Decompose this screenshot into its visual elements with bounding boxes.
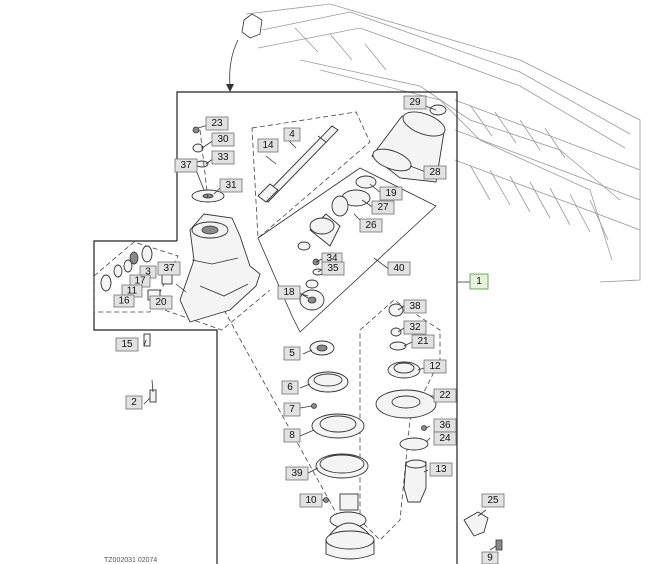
svg-text:6: 6 (287, 382, 293, 393)
svg-text:25: 25 (487, 495, 499, 506)
svg-text:10: 10 (305, 495, 317, 506)
svg-text:36: 36 (439, 420, 451, 431)
svg-text:38: 38 (409, 301, 421, 312)
input-shaft-4 (257, 125, 339, 203)
svg-text:22: 22 (439, 390, 451, 401)
callout-21: 21 (411, 334, 435, 349)
svg-text:7: 7 (289, 404, 295, 415)
callout-26: 26 (359, 218, 383, 233)
sleeve-28 (371, 104, 447, 183)
svg-text:37: 37 (180, 160, 192, 171)
svg-text:23: 23 (211, 118, 223, 129)
callout-13: 13 (429, 462, 453, 477)
svg-text:30: 30 (217, 134, 229, 145)
svg-text:11: 11 (127, 286, 138, 297)
callout-39: 39 (285, 466, 309, 481)
svg-text:39: 39 (291, 468, 303, 479)
svg-text:27: 27 (377, 202, 389, 213)
svg-text:40: 40 (393, 263, 405, 274)
callout-22: 22 (433, 388, 457, 403)
bevel-gear-26 (297, 175, 377, 251)
callout-16: 16 (113, 294, 135, 308)
callout-32: 32 (403, 320, 427, 335)
callout-37-top: 37 (174, 158, 198, 173)
callout-31: 31 (219, 178, 243, 193)
svg-text:19: 19 (385, 188, 397, 199)
svg-text:12: 12 (429, 361, 441, 372)
callout-8: 8 (283, 428, 301, 443)
svg-text:1: 1 (476, 276, 482, 287)
svg-text:18: 18 (283, 287, 295, 298)
svg-text:3: 3 (145, 267, 151, 278)
callout-25: 25 (481, 493, 505, 508)
svg-text:2: 2 (131, 397, 137, 408)
callout-37-left: 37 (157, 261, 181, 276)
callout-23: 23 (205, 116, 229, 131)
svg-text:29: 29 (409, 97, 421, 108)
callout-29: 29 (403, 95, 427, 110)
svg-text:5: 5 (289, 348, 295, 359)
callout-18: 18 (277, 285, 301, 300)
callout-2: 2 (125, 395, 143, 410)
callout-33: 33 (211, 150, 235, 165)
svg-text:34: 34 (326, 253, 338, 264)
callout-6: 6 (281, 380, 299, 395)
callout-5: 5 (283, 346, 301, 361)
svg-text:35: 35 (327, 263, 339, 274)
svg-text:37: 37 (163, 263, 175, 274)
callout-12: 12 (423, 359, 447, 374)
output-hub (325, 493, 375, 560)
callout-28: 28 (423, 165, 447, 180)
callout-24: 24 (433, 431, 457, 446)
figure-id: TZ002031 02074 (104, 557, 157, 564)
callout-4: 4 (283, 127, 301, 142)
gearbox-locator (241, 13, 263, 39)
svg-text:26: 26 (365, 220, 377, 231)
svg-text:8: 8 (289, 430, 295, 441)
svg-text:24: 24 (439, 433, 451, 444)
svg-text:17: 17 (134, 276, 146, 287)
svg-text:31: 31 (225, 180, 237, 191)
callout-19: 19 (379, 186, 403, 201)
seal-kit-parts (100, 245, 173, 301)
lower-left-bearing-stack (307, 340, 369, 503)
callout-35: 35 (321, 261, 345, 276)
callout-40: 40 (387, 261, 411, 276)
gearbox-housing (179, 189, 261, 323)
svg-text:33: 33 (217, 152, 229, 163)
callout-7: 7 (283, 402, 301, 417)
kit-outline-lower (359, 299, 441, 541)
bolts (143, 333, 157, 403)
callout-14: 14 (257, 138, 279, 153)
svg-text:13: 13 (435, 464, 447, 475)
callout-15: 15 (115, 337, 139, 352)
callout-38: 38 (403, 299, 427, 314)
lower-right-bearing-stack (375, 303, 437, 503)
machine-overview-sketch (226, 3, 641, 283)
svg-text:20: 20 (155, 297, 167, 308)
callout-27: 27 (371, 200, 395, 215)
reel-slats (294, 27, 609, 241)
callout-10: 10 (299, 493, 323, 508)
svg-text:16: 16 (118, 296, 130, 307)
callout-30: 30 (211, 132, 235, 147)
callout-9: 9 (481, 551, 499, 564)
lower-bevel-gear-kit (299, 258, 325, 311)
svg-text:28: 28 (429, 167, 441, 178)
bracket-25 (463, 511, 503, 551)
kit-outline-4 (251, 111, 371, 239)
callout-36: 36 (433, 418, 457, 433)
svg-text:21: 21 (417, 336, 429, 347)
kit-outline-40 (257, 167, 437, 333)
svg-text:9: 9 (487, 553, 493, 564)
callout-1-assembly: 1 (469, 273, 489, 290)
svg-text:4: 4 (289, 129, 295, 140)
svg-text:32: 32 (409, 322, 421, 333)
svg-text:14: 14 (262, 140, 274, 151)
callout-20: 20 (149, 295, 173, 310)
svg-text:15: 15 (121, 339, 133, 350)
